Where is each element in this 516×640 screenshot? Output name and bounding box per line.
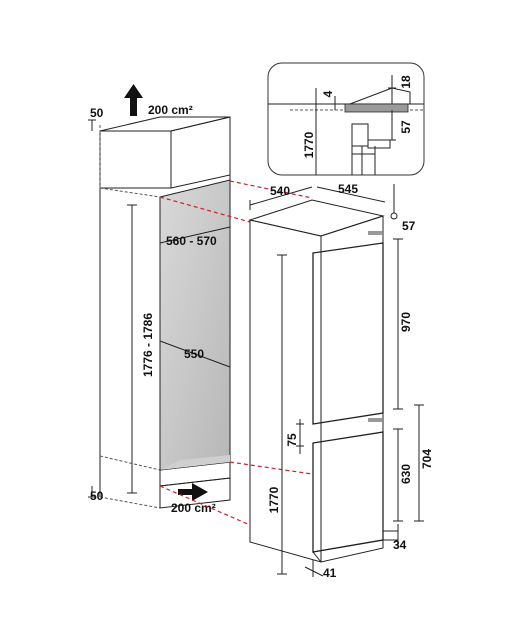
appliance-depth-label: 545 xyxy=(338,182,358,196)
vent-bottom-label: 200 cm² xyxy=(171,501,216,515)
freezer-door-label: 630 xyxy=(399,464,413,484)
vent-arrow-bottom xyxy=(178,483,208,501)
niche-height-label: 1776 - 1786 xyxy=(141,313,155,377)
side-offset-label: 41 xyxy=(323,566,337,580)
vent-arrow-top xyxy=(124,84,143,116)
gap-top-dimension xyxy=(88,119,96,131)
freezer-door-dimension xyxy=(393,428,403,522)
fridge-door-label: 970 xyxy=(399,312,413,332)
fridge-door-dimension xyxy=(393,238,403,410)
top-offset-label: 57 xyxy=(402,219,416,233)
gap-top-label: 50 xyxy=(90,106,104,120)
connector-lines xyxy=(159,180,313,526)
door-gap-label: 75 xyxy=(285,433,299,447)
detail-inset xyxy=(267,62,425,176)
side-offset-dimension xyxy=(304,560,324,577)
door-gap-dimension xyxy=(296,419,304,454)
niche-depth-label: 550 xyxy=(184,347,204,361)
niche-width-label: 560 - 570 xyxy=(166,234,217,248)
niche-cabinet xyxy=(99,116,231,509)
plinth-label: 34 xyxy=(393,538,407,552)
detail-gap-side-label: 57 xyxy=(399,120,413,134)
appliance-depth-dimension xyxy=(316,186,386,203)
appliance-width-label: 540 xyxy=(270,184,290,198)
plinth-dimension xyxy=(383,524,399,548)
top-offset-dimension xyxy=(390,184,398,220)
niche-depth-dimension xyxy=(159,340,231,368)
detail-gap-top-label: 18 xyxy=(399,75,413,89)
freezer-section-label: 704 xyxy=(420,449,434,469)
niche-height-dimension xyxy=(127,204,137,494)
total-height-dimension xyxy=(277,254,287,575)
detail-height-label: 1770 xyxy=(302,131,316,158)
vent-top-label: 200 cm² xyxy=(148,103,193,117)
total-height-label: 1770 xyxy=(267,486,281,513)
gap-bottom-dimension xyxy=(88,486,96,498)
appliance-width-dimension xyxy=(249,186,313,210)
gap-bottom-label: 50 xyxy=(90,489,104,503)
niche-width-dimension xyxy=(159,226,231,244)
freezer-section-dimension xyxy=(414,404,424,522)
detail-gap-small-label: 4 xyxy=(321,90,335,97)
